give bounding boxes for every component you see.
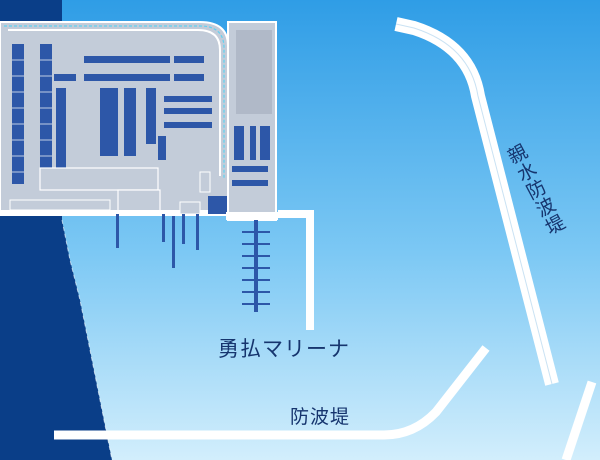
annex-block [226,21,278,221]
annex-bottom-bar [226,212,278,220]
small-building-2 [179,201,201,215]
port-facility [0,21,269,216]
breakwater-fragment [561,380,597,460]
annex-parking-5 [232,180,268,186]
small-piers [116,214,199,268]
parking-block-a [100,88,118,156]
l-jetty [278,210,314,330]
parking-row-5 [174,74,204,81]
building-lower [39,167,159,191]
parking-row-8 [164,122,212,128]
parking-col-3 [56,88,66,168]
marina-label: 勇払マリーナ [218,337,350,361]
parking-row-2 [174,56,204,63]
parking-row-6 [164,96,212,102]
lower-breakwater [54,345,490,440]
parking-row-4 [84,74,170,81]
annex-parking-2 [250,126,256,160]
parking-row-1 [84,56,170,63]
marina-pontoon [242,220,270,312]
parking-row-3 [54,74,76,81]
breakwater-label: 防波堤 [290,406,351,428]
parking-block-c [146,88,156,144]
facility-bottom-road [0,210,230,216]
small-building-1 [199,171,211,193]
parking-block-d [158,136,166,160]
annex-parking-4 [232,166,268,172]
shinsui-breakwater [394,17,559,386]
annex-parking-3 [260,126,270,160]
building-lower-notch [117,189,161,213]
parking-block-b [124,88,136,156]
facility-dashed-border [4,25,225,178]
parking-col-1 [12,44,24,184]
annex-parking-1 [234,126,244,160]
facility-bottom-edge [9,199,111,211]
facility-inner-road [8,29,221,176]
annex-upper-hatch [236,30,272,114]
parking-col-2 [40,44,52,184]
parking-row-7 [164,108,212,114]
coastline-edge [61,219,113,460]
